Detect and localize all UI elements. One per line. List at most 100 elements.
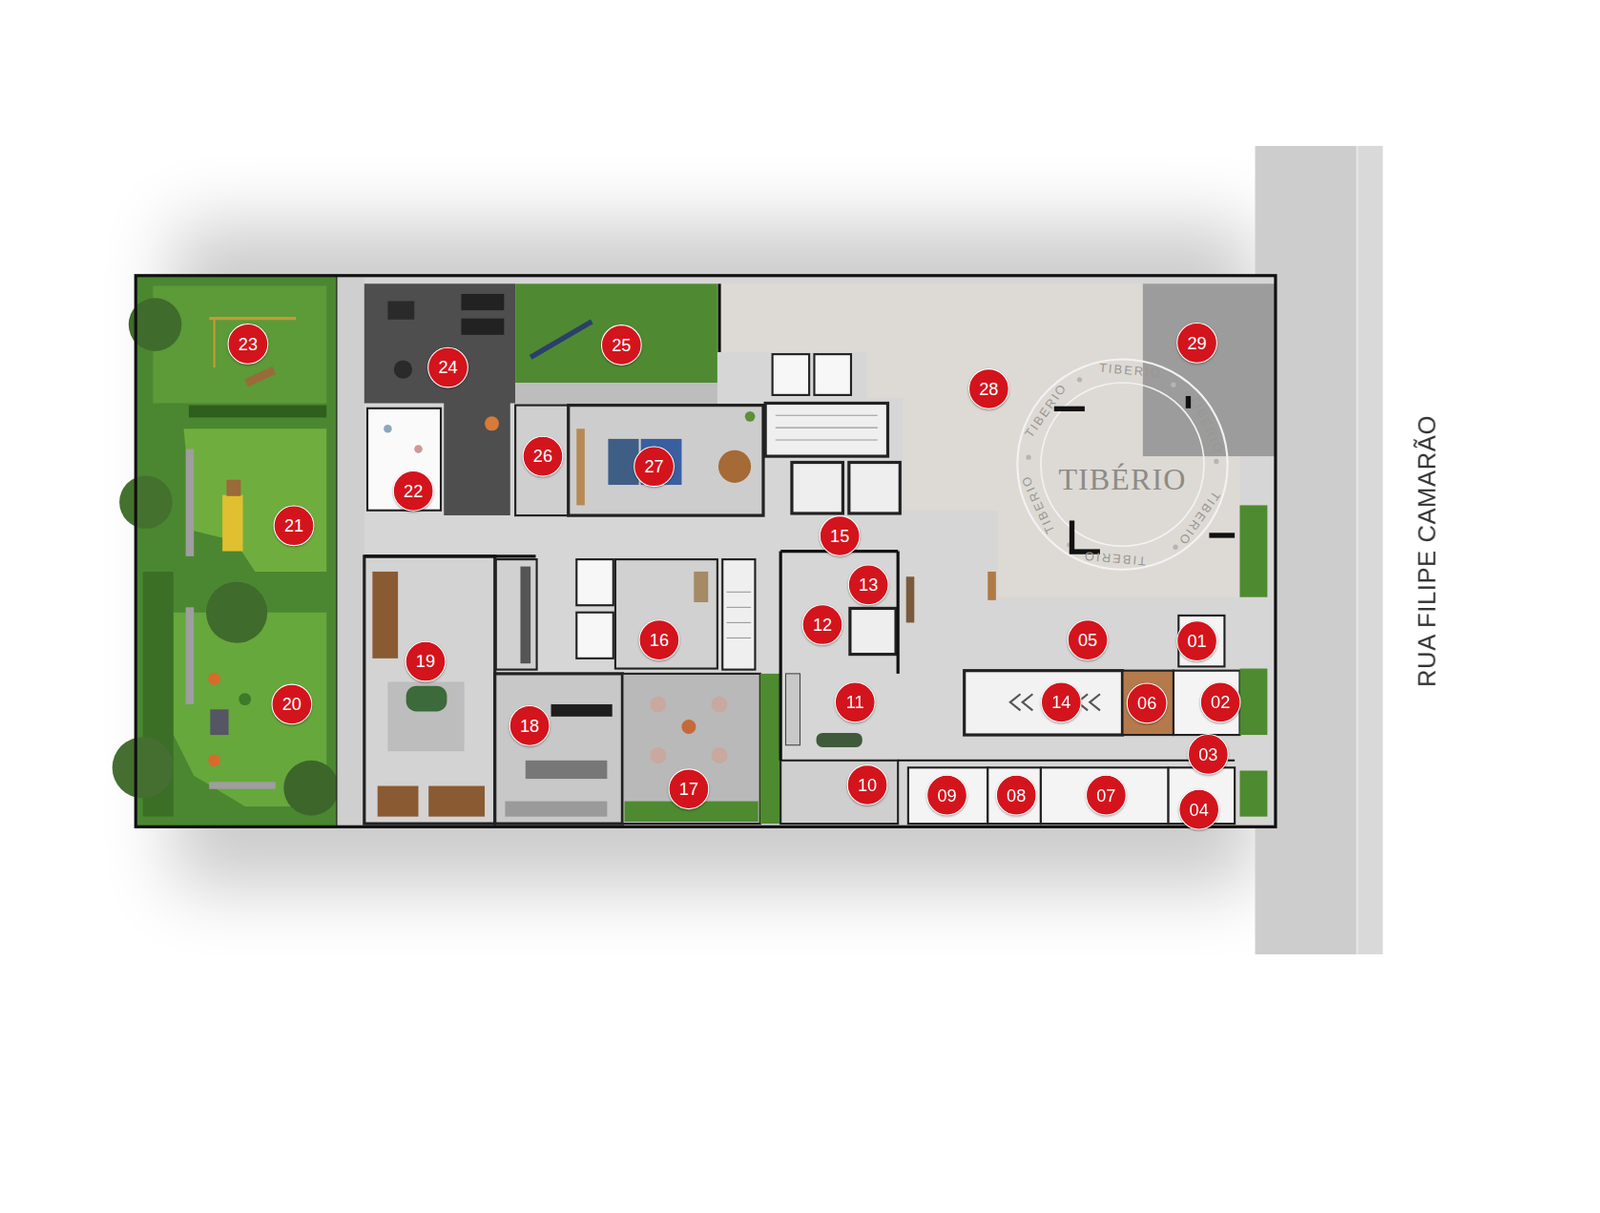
street-name: RUA FILIPE CAMARÃO (1412, 415, 1441, 687)
treadmill (460, 318, 504, 335)
callout-circle: 20 (270, 684, 312, 726)
paved-area (1142, 283, 1276, 457)
stairs (765, 402, 888, 457)
wall (335, 275, 337, 828)
tree (283, 760, 339, 816)
desk (428, 786, 485, 817)
dot (1170, 382, 1176, 388)
stairs (722, 559, 755, 670)
callout-circle: 15 (819, 515, 861, 557)
playground (226, 479, 241, 497)
tree (119, 475, 173, 529)
callout-number: 03 (1198, 745, 1218, 763)
dot (1172, 544, 1178, 550)
callout-circle: 03 (1187, 733, 1229, 775)
hedge (188, 405, 327, 418)
planter (1239, 769, 1268, 816)
callout-number: 18 (519, 716, 540, 734)
rug (387, 681, 464, 751)
room (908, 767, 988, 824)
chevron (1010, 693, 1021, 710)
room (1040, 767, 1169, 824)
fire-pit (681, 719, 696, 734)
dot (1025, 454, 1031, 459)
callout-circle: 07 (1085, 774, 1127, 816)
callout-circle: 28 (968, 368, 1010, 410)
callout-circle: 09 (926, 774, 968, 816)
callout-number: 05 (1078, 630, 1098, 648)
gym-ball (484, 415, 499, 431)
callout-number: 06 (1137, 694, 1157, 712)
plot-boundary (135, 275, 1276, 828)
chair (649, 747, 666, 764)
bathroom (813, 353, 852, 395)
chevrons (1010, 693, 1101, 710)
callout-circle: 13 (848, 563, 890, 605)
callout-circle: 06 (1126, 683, 1168, 725)
callout-circle: 18 (509, 705, 551, 747)
callout-number: 09 (936, 786, 956, 804)
bench (208, 781, 276, 789)
toy (414, 444, 423, 454)
wall (364, 554, 537, 558)
desk (693, 571, 708, 603)
chevron (1022, 693, 1034, 710)
desk (377, 786, 419, 817)
callout-circle: 21 (273, 504, 315, 546)
counter (504, 801, 607, 817)
elevator (849, 461, 900, 513)
step (726, 622, 751, 624)
callout-number: 01 (1186, 632, 1206, 650)
callout-circle: 04 (1178, 789, 1220, 831)
bathroom (576, 612, 614, 659)
counter (786, 673, 801, 746)
counter (372, 571, 398, 659)
bench (987, 571, 997, 601)
callout-number: 27 (644, 457, 664, 476)
callout-number: 08 (1006, 786, 1026, 804)
callout-circle: 12 (802, 603, 844, 645)
callout-circle: 26 (522, 436, 564, 478)
table (551, 704, 613, 717)
stair-steps (775, 415, 878, 440)
plant (745, 411, 756, 422)
room (568, 405, 764, 517)
callout-circle: 10 (847, 764, 889, 806)
watermark-ring (1017, 358, 1227, 569)
callout-circle: 11 (834, 681, 876, 723)
walkway (336, 275, 365, 828)
callout-number: 10 (857, 775, 877, 793)
step (775, 415, 878, 416)
step (726, 591, 751, 593)
lounge-chairs (649, 695, 728, 764)
dot (1077, 376, 1082, 382)
toy (383, 424, 393, 434)
planter (760, 673, 781, 824)
chair (710, 747, 728, 764)
swing-bar (208, 316, 296, 320)
seesaw (244, 366, 276, 387)
callout-number: 14 (1051, 693, 1071, 711)
walls (135, 275, 1276, 828)
wall (897, 759, 1235, 762)
callout-number: 12 (812, 615, 832, 633)
callout-circle: 01 (1176, 620, 1218, 662)
callout-circle: 05 (1067, 619, 1109, 661)
sidewalk (1356, 145, 1383, 955)
stair-steps (726, 591, 751, 638)
callout-number: 17 (679, 780, 699, 798)
planter (1239, 668, 1268, 736)
stool (207, 753, 221, 767)
seesaw (530, 321, 592, 357)
callout-number: 02 (1210, 693, 1230, 711)
room (615, 559, 718, 668)
gym-machine (387, 301, 415, 320)
pillar (1208, 532, 1235, 538)
garden (135, 275, 337, 828)
room (1122, 670, 1173, 735)
counter (519, 566, 531, 665)
lounge (622, 673, 760, 824)
path (515, 382, 718, 406)
room (964, 670, 1123, 735)
